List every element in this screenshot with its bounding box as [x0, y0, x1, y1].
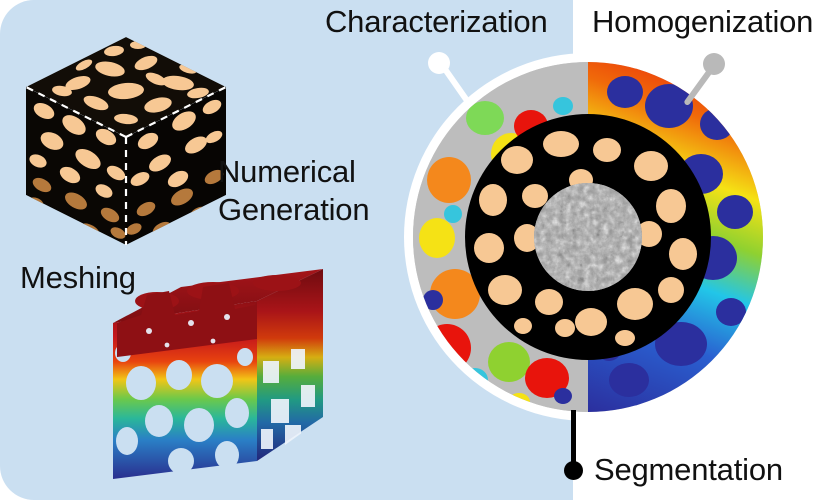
cube-face-left [26, 87, 126, 245]
micrograph-noise [534, 183, 642, 291]
homogenization-leader-dot [703, 53, 725, 75]
cube-face-right [126, 87, 226, 245]
label-homogenization: Homogenization [592, 4, 814, 39]
label-characterization: Characterization [325, 4, 548, 39]
label-numerical-line1: Numerical [218, 154, 356, 189]
cube-svg [25, 37, 227, 245]
workflow-wheel [404, 53, 772, 421]
characterization-leader-dot [428, 52, 450, 74]
segmentation-leader-dot [564, 461, 583, 480]
core-raw-micrograph [534, 183, 642, 291]
meshing-fem-render [95, 265, 327, 487]
mesh-face-side [257, 269, 323, 461]
cube-hidden-edges [25, 86, 227, 245]
segmentation-phase-map [474, 131, 697, 346]
label-numerical-generation: Numerical Generation [218, 153, 370, 229]
mesh-ridges [117, 283, 257, 357]
label-segmentation: Segmentation [594, 452, 783, 487]
mesh-svg [113, 269, 323, 479]
mesh-face-front [113, 283, 257, 479]
label-meshing: Meshing [20, 260, 136, 295]
numerical-generation-cube [18, 33, 234, 249]
label-numerical-line2: Generation [218, 192, 370, 227]
segmentation-leader-line [571, 410, 576, 470]
segmented-phase-blobs [474, 131, 697, 346]
mesh-highlights [146, 314, 230, 348]
